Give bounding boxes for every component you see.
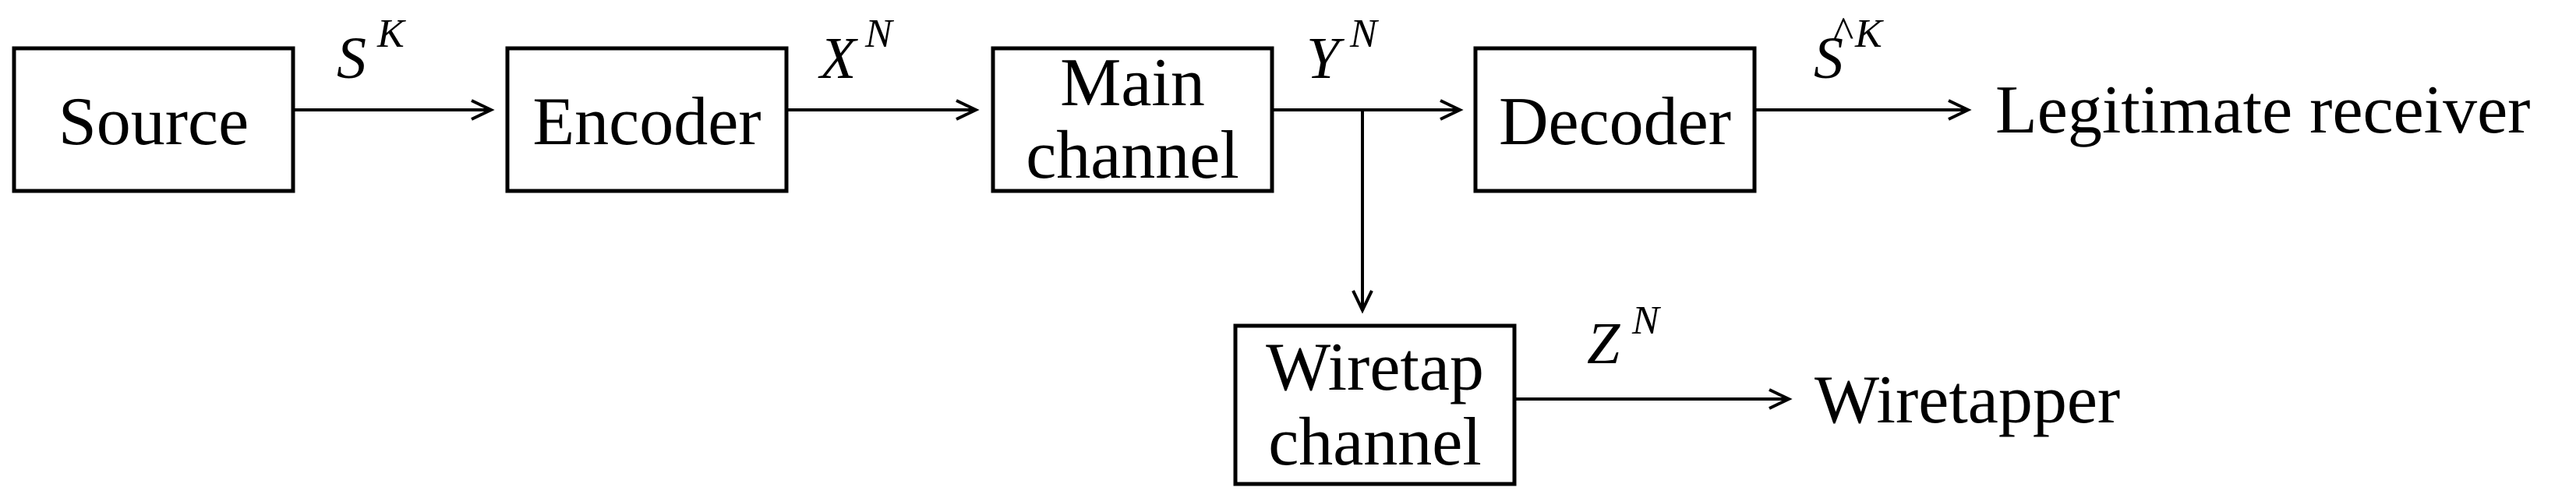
signal-s-hat-k-hat: ^ [1833, 9, 1853, 57]
arrow-wiretap-channel-to-wiretapper [1514, 388, 1793, 410]
arrow-branch-to-wiretap-channel [1352, 110, 1373, 314]
main-channel-label-line2: channel [1026, 118, 1239, 193]
arrow-main-channel-to-decoder [1272, 99, 1464, 121]
wiretap-channel-block: Wiretap channel [1233, 323, 1517, 486]
arrow-source-to-encoder [293, 99, 495, 121]
signal-x-n: X N [818, 12, 895, 91]
legitimate-receiver-label: Legitimate receiver [1995, 72, 2530, 148]
main-channel-block: Main channel [991, 45, 1274, 193]
decoder-label: Decoder [1499, 84, 1731, 160]
signal-s-k-sup: K [376, 12, 406, 56]
encoder-label: Encoder [532, 84, 761, 160]
signal-z-n-sup: N [1631, 298, 1662, 343]
main-channel-label-line1: Main [1060, 45, 1205, 121]
signal-x-n-base: X [818, 26, 858, 91]
signal-y-n-base: Y [1306, 26, 1345, 91]
wiretap-channel-label-line2: channel [1268, 404, 1482, 480]
source-label: Source [58, 84, 249, 160]
signal-x-n-sup: N [864, 12, 895, 56]
arrow-decoder-to-legitimate-receiver [1754, 99, 1972, 121]
signal-s-k-base: S [337, 26, 366, 91]
signal-z-n: Z N [1587, 298, 1662, 376]
arrow-encoder-to-main-channel [786, 99, 980, 121]
signal-s-k: S K [337, 12, 406, 91]
wiretap-channel-label-line1: Wiretap [1266, 330, 1484, 405]
encoder-block: Encoder [505, 46, 789, 193]
source-block: Source [12, 46, 295, 193]
wiretapper-label: Wiretapper [1815, 362, 2120, 438]
signal-y-n: Y N [1306, 12, 1380, 91]
signal-s-hat-k-sup: K [1854, 12, 1884, 56]
decoder-block: Decoder [1473, 46, 1757, 193]
signal-y-n-sup: N [1349, 12, 1380, 56]
signal-s-hat-k-base: S [1814, 26, 1843, 91]
signal-s-hat-k: S ^ K [1814, 9, 1884, 91]
signal-z-n-base: Z [1587, 311, 1620, 376]
